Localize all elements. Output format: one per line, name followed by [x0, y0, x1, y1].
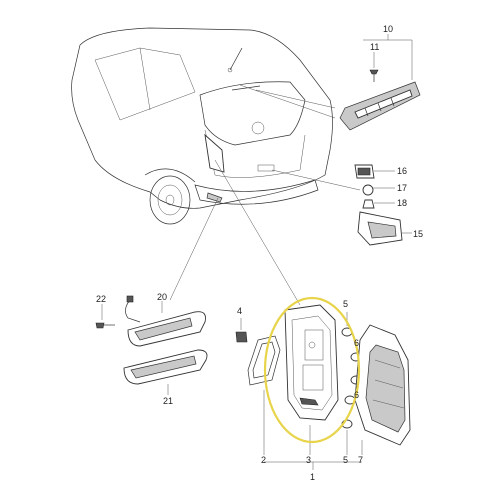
leader-lines — [169, 84, 361, 306]
callout-6-top: 6 — [354, 338, 359, 348]
callout-16: 16 — [397, 166, 407, 176]
callout-21: 21 — [163, 396, 173, 406]
callout-7: 7 — [358, 455, 363, 465]
callout-15: 15 — [413, 229, 423, 239]
callout-4: 4 — [237, 306, 242, 316]
callout-11: 11 — [370, 42, 379, 52]
highlight-ring — [263, 296, 361, 444]
car-illustration — [71, 27, 333, 225]
tail-lamp-assembly — [235, 304, 411, 470]
callout-5-top: 5 — [343, 299, 348, 309]
callout-20: 20 — [157, 292, 167, 302]
callout-17: 17 — [397, 183, 407, 193]
plate-light-assembly — [354, 164, 412, 246]
reflector-assembly — [95, 295, 208, 395]
callout-10: 10 — [383, 24, 393, 34]
callout-18: 18 — [397, 198, 407, 208]
brake-light-assembly — [339, 34, 421, 131]
callout-1: 1 — [310, 472, 315, 482]
callout-22: 22 — [96, 294, 106, 304]
callout-6-bottom: 6 — [354, 390, 359, 400]
callout-5-bottom: 5 — [343, 455, 348, 465]
callout-2: 2 — [261, 455, 266, 465]
callout-3: 3 — [306, 455, 311, 465]
